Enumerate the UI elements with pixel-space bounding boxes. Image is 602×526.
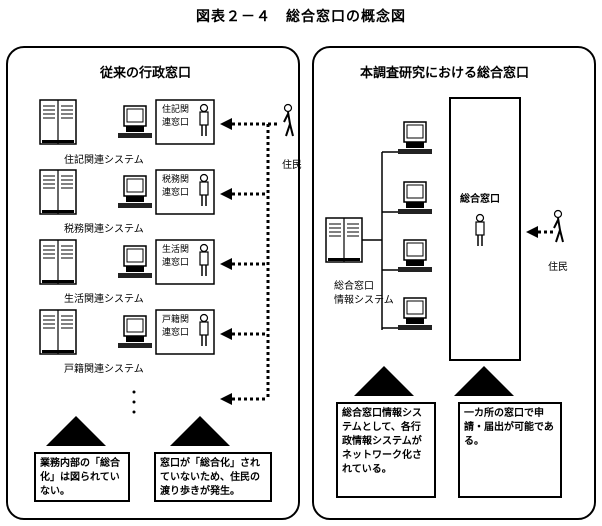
- left-panel: [6, 46, 300, 520]
- resident-label-left: 住民: [282, 160, 302, 171]
- server-icon-integrated: [325, 217, 363, 263]
- system-label-4: 戸籍関連システム: [64, 364, 144, 375]
- right-panel-title: 本調査研究における総合窓口: [360, 66, 530, 81]
- triangle-marker-right-2: [454, 366, 514, 396]
- computer-icon-right-4: [398, 297, 432, 330]
- integrated-window-label: 総合窓口: [460, 194, 500, 205]
- computer-icon-right-1: [398, 121, 432, 154]
- arrow-left-4: [220, 328, 232, 340]
- server-icon-left-4: [39, 309, 77, 355]
- computer-icon-left-1: [118, 105, 152, 138]
- system-label-2: 税務関連システム: [64, 224, 144, 235]
- left-note-1: 業務内部の「総合化」は図られていない。: [34, 452, 130, 502]
- arrow-left-1: [220, 118, 232, 130]
- clerk-icon-left-4: [199, 313, 209, 346]
- ellipsis-dot-2: [132, 400, 136, 404]
- triangle-marker-left-2: [170, 416, 230, 446]
- right-note-1: 総合窓口情報システムとして、各行政情報システムがネットワーク化されている。: [336, 402, 436, 498]
- server-icon-left-1: [39, 99, 77, 145]
- arrow-left-3: [220, 258, 232, 270]
- clerk-icon-right: [475, 213, 485, 246]
- window-label-4: 戸籍関 連窓口: [162, 315, 190, 338]
- integrated-system-label: 総合窓口 情報システム: [334, 281, 394, 306]
- computer-icon-right-3: [398, 239, 432, 272]
- server-icon-left-3: [39, 239, 77, 285]
- left-panel-title: 従来の行政窓口: [100, 66, 192, 81]
- server-icon-left-2: [39, 169, 77, 215]
- window-label-1: 住記関 連窓口: [162, 105, 190, 128]
- integrated-window-box: [449, 97, 521, 361]
- resident-icon-left: [283, 103, 294, 137]
- ellipsis-dot-1: [132, 390, 136, 394]
- system-label-3: 生活関連システム: [64, 294, 144, 305]
- arrow-left-5: [220, 393, 232, 405]
- figure-title: 図表２－４ 総合窓口の概念図: [196, 9, 406, 25]
- triangle-marker-right-1: [354, 366, 414, 396]
- system-label-1: 住記関連システム: [64, 155, 144, 166]
- arrow-left-2: [220, 188, 232, 200]
- resident-icon-right: [553, 209, 564, 243]
- computer-icon-right-2: [398, 181, 432, 214]
- clerk-icon-left-2: [199, 173, 209, 206]
- triangle-marker-left-1: [46, 416, 106, 446]
- ellipsis-dot-3: [132, 410, 136, 414]
- resident-label-right: 住民: [548, 262, 568, 273]
- left-note-2: 窓口が「総合化」されていないため、住民の渡り歩きが発生。: [154, 452, 272, 502]
- computer-icon-left-4: [118, 315, 152, 348]
- clerk-icon-left-3: [199, 243, 209, 276]
- right-panel: [312, 46, 596, 520]
- arrow-right-panel: [526, 226, 538, 238]
- window-label-2: 税務関 連窓口: [162, 175, 190, 198]
- clerk-icon-left-1: [199, 103, 209, 136]
- window-label-3: 生活関 連窓口: [162, 245, 190, 268]
- computer-icon-left-2: [118, 175, 152, 208]
- right-note-2: 一カ所の窓口で申請・届出が可能である。: [458, 402, 562, 498]
- computer-icon-left-3: [118, 245, 152, 278]
